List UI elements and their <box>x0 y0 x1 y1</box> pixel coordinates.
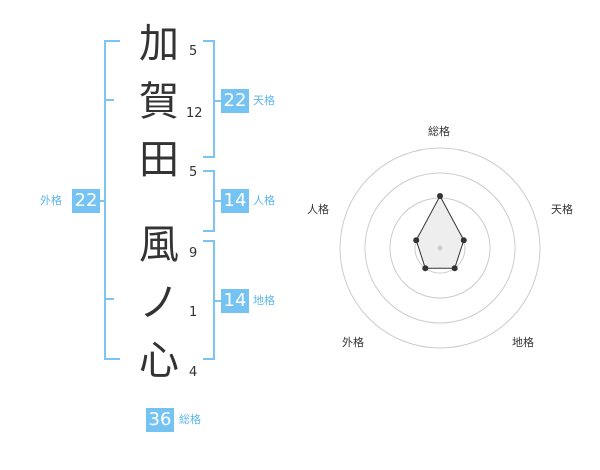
stroke-count-5: 1 <box>189 305 198 320</box>
name-char-6: 心 <box>139 338 179 384</box>
soukaku-value: 36 <box>146 408 174 432</box>
radar-point-2 <box>460 237 467 244</box>
name-char-5: ノ <box>139 280 179 326</box>
tenkaku-label: 天格 <box>253 94 275 107</box>
stroke-count-1: 5 <box>189 44 198 59</box>
gaikaku-bracket-tick-2 <box>104 298 114 300</box>
gaikaku-bracket-connector <box>100 200 106 202</box>
jinkaku-bracket-bottom <box>203 230 215 232</box>
stroke-count-2: 12 <box>186 106 203 121</box>
gaikaku-bracket-bottom <box>104 358 120 360</box>
name-char-3: 田 <box>139 137 179 183</box>
radar-point-3 <box>451 265 458 272</box>
chikaku-value: 14 <box>221 289 249 313</box>
radar-polygon <box>415 194 465 269</box>
jinkaku-bracket-top <box>203 170 215 172</box>
tenkaku-bracket-connector <box>213 100 221 102</box>
radar-center <box>437 245 443 251</box>
gaikaku-bracket-top <box>104 40 120 42</box>
tenkaku-bracket-top <box>203 40 215 42</box>
radar-axis-label-jinkaku: 人格 <box>307 203 329 216</box>
chikaku-label: 地格 <box>253 294 275 307</box>
radar-point-5 <box>413 237 420 244</box>
chikaku-bracket-connector <box>213 300 221 302</box>
name-char-2: 賀 <box>139 79 179 125</box>
radar-ring-4 <box>339 147 541 349</box>
jinkaku-value: 14 <box>221 189 249 213</box>
radar-axis-label-chikaku: 地格 <box>512 336 534 349</box>
name-char-1: 加 <box>139 21 179 67</box>
soukaku-label: 総格 <box>179 413 201 426</box>
radar-point-1 <box>437 193 443 199</box>
gaikaku-label: 外格 <box>40 194 62 207</box>
stroke-count-4: 9 <box>189 246 198 261</box>
gaikaku-value: 22 <box>72 189 100 213</box>
radar-axis-label-gaikaku: 外格 <box>342 336 364 349</box>
gaikaku-bracket-tick-1 <box>104 99 114 101</box>
chikaku-bracket-bottom <box>203 358 215 360</box>
jinkaku-label: 人格 <box>253 194 275 207</box>
stroke-count-6: 4 <box>189 365 198 380</box>
tenkaku-bracket-vertical <box>213 40 215 158</box>
name-char-4: 風 <box>139 222 179 268</box>
radar-axis-label-soukaku: 総格 <box>428 125 450 138</box>
tenkaku-bracket-bottom <box>203 156 215 158</box>
chikaku-bracket-top <box>203 240 215 242</box>
radar-ring-3 <box>364 172 516 324</box>
tenkaku-value: 22 <box>221 89 249 113</box>
radar-point-4 <box>422 265 429 272</box>
stroke-count-3: 5 <box>189 165 198 180</box>
radar-axis-label-tenkaku: 天格 <box>551 203 573 216</box>
jinkaku-bracket-connector <box>213 200 221 202</box>
